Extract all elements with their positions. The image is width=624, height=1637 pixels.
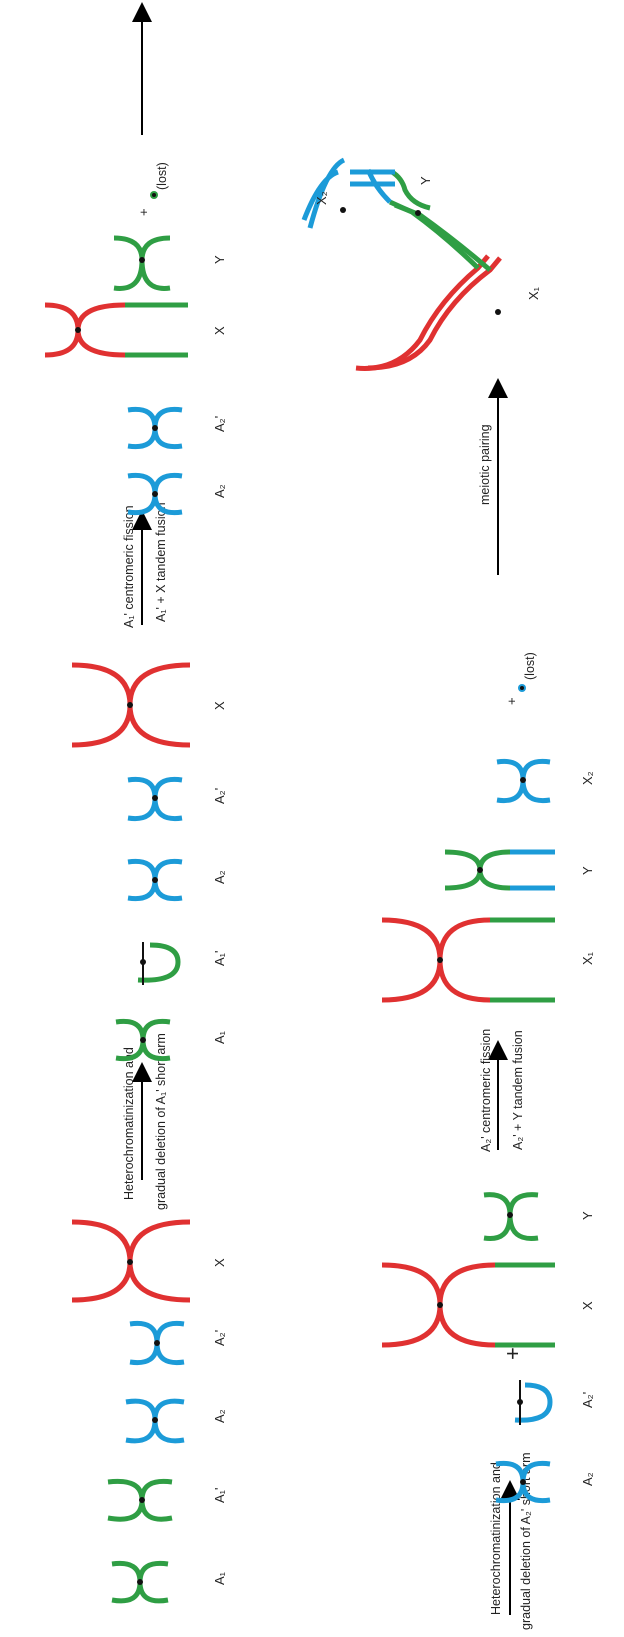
chromosome-A2 — [125, 1398, 185, 1444]
label-Y-step2: Y — [212, 255, 227, 264]
label-Y-fused: Y — [580, 866, 595, 875]
chromosome-A2-prime — [129, 1320, 185, 1366]
label-A2-bottom: A₂ — [580, 1472, 595, 1486]
label-A2-prime-step1: A₂' — [212, 788, 227, 804]
label-A2-prime-step2: A₂' — [212, 416, 227, 432]
caption-step4-line2: A₂' + Y tandem fusion — [511, 1030, 525, 1150]
caption-step2-line2: A₁' + X tandem fusion — [154, 502, 168, 622]
caption-step2-line1: A₁' centromeric fission — [122, 505, 136, 628]
chromosome-Y-bottom — [483, 1192, 539, 1242]
caption-step1-line2: gradual deletion of A₁' short arm — [154, 1033, 168, 1210]
caption-step1-line1: Heterochromatinization and — [122, 1047, 136, 1200]
chromosome-X-fused — [44, 302, 188, 358]
label-X: X — [212, 1258, 227, 1267]
chromosome-A1-step1 — [115, 1018, 171, 1062]
chromosome-Y — [113, 235, 171, 291]
label-A2: A₂ — [212, 1409, 227, 1423]
caption-meiotic: meiotic pairing — [478, 424, 492, 505]
chromosome-X-step1 — [71, 662, 191, 748]
plus-sign-bottom-left: + — [500, 1347, 525, 1360]
chromosome-A2-bottom — [495, 1460, 551, 1504]
label-A1-step1: A₁ — [212, 1030, 227, 1044]
chromosome-A1-prime — [107, 1478, 173, 1522]
label-A1: A₁ — [212, 1571, 227, 1585]
label-A2-prime-bottom: A₂' — [580, 1392, 595, 1408]
meiotic-trivalent — [301, 157, 502, 371]
chromosome-A1-prime-reduced — [137, 942, 181, 985]
chromosome-Y-fused — [444, 849, 555, 891]
label-X1-bottom: X₁ — [580, 951, 595, 965]
chromosome-X1-fused — [381, 917, 555, 1003]
label-A2-step1: A₂ — [212, 870, 227, 884]
label-A2-prime: A₂' — [212, 1330, 227, 1346]
chromosome-A2-prime-step1 — [127, 776, 183, 822]
label-X-step2: X — [212, 326, 227, 335]
chromosome-A2-step2 — [127, 472, 183, 516]
label-Y-meiotic: Y — [418, 176, 433, 185]
plus-sign-bottom: + — [504, 697, 519, 705]
label-X1-meiotic: X₁ — [526, 286, 541, 300]
label-A1-prime-step1: A₁' — [212, 950, 227, 966]
caption-step4-line1: A₂' centromeric fission — [479, 1029, 493, 1152]
chromosome-X2 — [496, 758, 551, 804]
label-A1-prime: A₁' — [212, 1487, 227, 1503]
plus-sign-top: + — [136, 208, 151, 216]
label-X2-bottom: X₂ — [580, 771, 595, 785]
chromosome-A1 — [111, 1560, 169, 1604]
lost-label-top: (lost) — [155, 162, 169, 190]
chromosome-X — [71, 1219, 191, 1303]
label-Y-bottom: Y — [580, 1211, 595, 1220]
label-X2-meiotic: X₂ — [314, 191, 329, 205]
label-X-step1: X — [212, 701, 227, 710]
chromosome-A2-prime-reduced — [514, 1380, 553, 1425]
label-A2-step2: A₂ — [212, 484, 227, 498]
chromosome-X-bottom — [381, 1262, 555, 1348]
lost-label-bottom: (lost) — [523, 652, 537, 680]
caption-step3-line1: Heterochromatinization and — [489, 1462, 503, 1615]
chromosome-A2-step1 — [127, 858, 183, 902]
chromosome-A2-prime-step2 — [127, 406, 183, 450]
label-X-bottom: X — [580, 1301, 595, 1310]
